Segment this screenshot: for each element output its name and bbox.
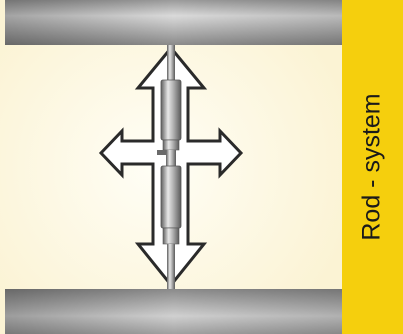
side-label-text: Rod - system xyxy=(357,93,386,241)
side-label: Rod - system xyxy=(358,20,397,240)
measuring-rod-icon xyxy=(157,45,182,289)
top-plate xyxy=(5,0,342,45)
bottom-plate xyxy=(5,289,342,334)
side-panel xyxy=(342,0,403,334)
